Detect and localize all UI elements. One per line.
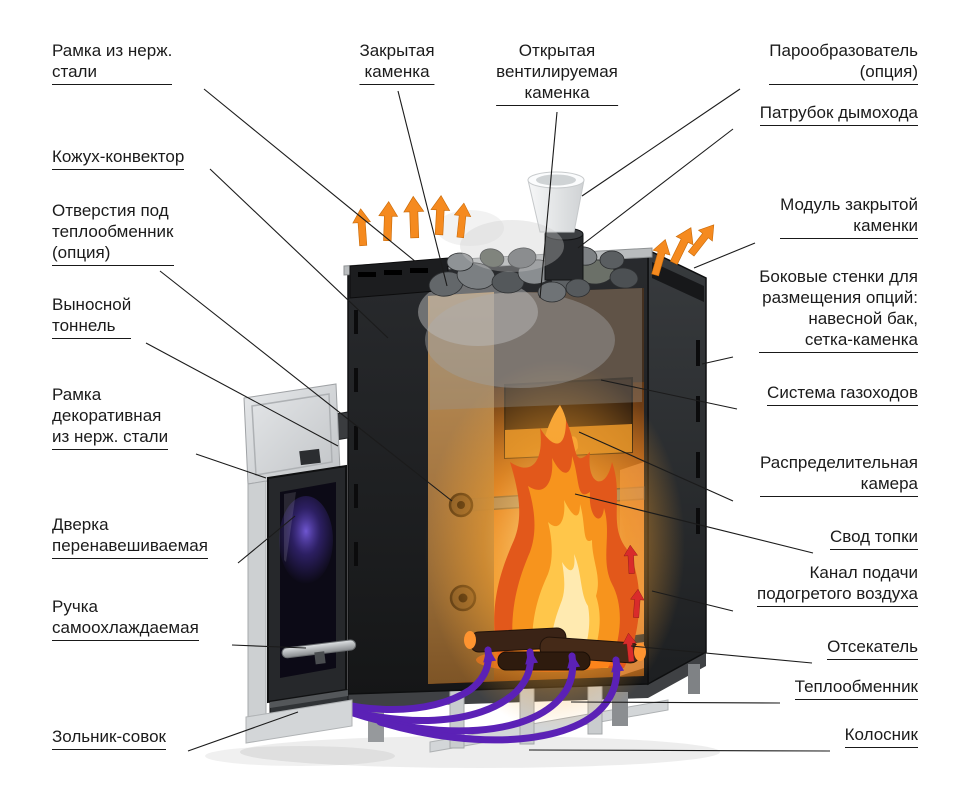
- label-convector-casing: Кожух-конвектор: [52, 146, 185, 170]
- callout-line-extension-tunnel: [145, 342, 339, 447]
- tunnel-base: [245, 699, 353, 744]
- callout-line-handle: [231, 644, 307, 649]
- label-decorative-frame: Рамка декоративная из нерж. стали: [52, 384, 169, 450]
- label-door: Дверка перенавешиваемая: [52, 514, 208, 559]
- callout-line-heat-exchanger-holes: [159, 270, 453, 502]
- door-handle: [281, 639, 357, 665]
- callout-line-cutoff: [630, 645, 813, 664]
- tunnel-left-post: [247, 480, 267, 718]
- callout-line-frame-stainless: [203, 88, 417, 263]
- flames: [494, 420, 640, 668]
- label-extension-tunnel: Выносной тоннель: [52, 294, 132, 339]
- rising-smoke: [436, 210, 564, 272]
- floor-shadow: [205, 736, 720, 768]
- callout-line-distribution-chamber: [578, 431, 734, 502]
- logs: [464, 627, 646, 672]
- label-ash-pan: Зольник-совок: [52, 726, 166, 750]
- label-closed-heater-module: Модуль закрытой каменки: [780, 194, 918, 239]
- interior-smoke: [418, 278, 642, 410]
- label-firebox-vault: Свод топки: [829, 526, 918, 550]
- callout-line-chimney-socket: [577, 128, 734, 249]
- callout-line-closed-heater: [397, 90, 448, 287]
- callout-line-closed-heater-module: [693, 242, 756, 269]
- callout-line-side-walls: [701, 356, 734, 365]
- stones: [428, 246, 639, 297]
- label-handle: Ручка самоохлаждаемая: [52, 596, 199, 641]
- label-chimney-socket: Патрубок дымохода: [759, 102, 918, 126]
- label-gas-duct-system: Система газоходов: [767, 382, 918, 406]
- extension-tunnel-assembly: [243, 383, 357, 744]
- callout-line-grate: [528, 749, 831, 752]
- brand-badge: [299, 448, 321, 466]
- callout-line-firebox-vault: [574, 493, 814, 554]
- callout-line-decorative-frame: [195, 453, 267, 479]
- callout-line-gas-duct-system: [600, 379, 738, 410]
- label-heat-exchanger: Теплообменник: [794, 676, 918, 700]
- label-steam-generator: Парообразователь (опция): [769, 40, 918, 85]
- label-heated-air-channel: Канал подачи подогретого воздуха: [757, 562, 918, 607]
- callout-lines: [145, 88, 831, 752]
- label-distribution-chamber: Распределительная камера: [759, 452, 918, 497]
- label-grate: Колосник: [844, 724, 918, 748]
- closed-heater-cover: [349, 257, 449, 299]
- callout-line-steam-generator: [581, 88, 741, 197]
- firebox-interior: [418, 278, 685, 730]
- label-frame-stainless: Рамка из нерж. стали: [52, 40, 173, 85]
- label-open-heater: Открытая вентилируемая каменка: [496, 40, 618, 106]
- steam-generator-funnel: [527, 171, 585, 233]
- stones-front-of-pipe: [537, 278, 591, 303]
- callout-line-heated-air-channel: [651, 590, 734, 612]
- callout-line-open-heater: [539, 111, 558, 299]
- callout-line-ash-pan: [187, 711, 299, 752]
- callout-line-door: [237, 515, 296, 564]
- label-heat-exchanger-holes: Отверстия под теплообменник (опция): [52, 200, 174, 266]
- label-side-walls: Боковые стенки для размещения опций: нав…: [759, 266, 918, 353]
- callout-line-heat-exchanger: [570, 701, 781, 704]
- callout-line-convector-casing: [209, 168, 389, 339]
- label-cutoff: Отсекатель: [827, 636, 918, 660]
- label-closed-heater: Закрытая каменка: [359, 40, 435, 85]
